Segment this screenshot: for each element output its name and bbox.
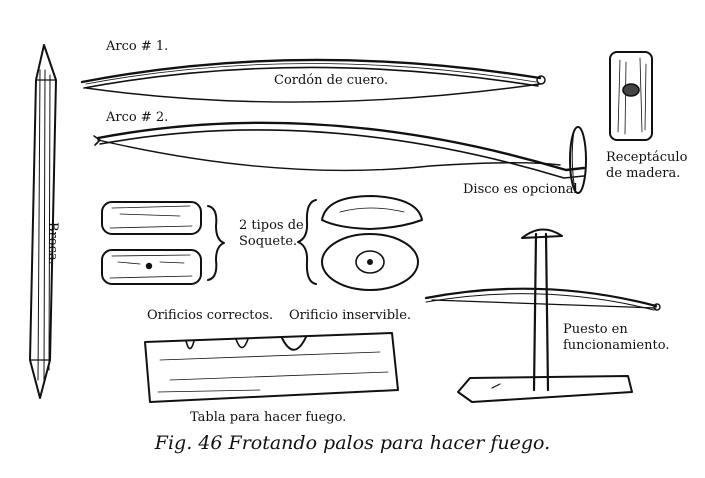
label-puesto: Puesto en funcionamiento. [563, 322, 670, 353]
label-soquete: 2 tipos de Soquete. [239, 218, 304, 249]
label-disco: Disco es opcional. [463, 182, 582, 197]
wooden-receptacle [609, 51, 653, 141]
label-broca: Broca. [45, 222, 60, 265]
leather-cord [85, 83, 541, 103]
brace-left [207, 205, 225, 281]
fire-board [144, 332, 399, 403]
assembled-fire-drill [424, 228, 661, 403]
label-arco-1: Arco # 1. [106, 39, 169, 54]
label-receptaculo: Receptáculo de madera. [606, 150, 688, 181]
socket-stones [321, 195, 423, 291]
label-tabla: Tabla para hacer fuego. [190, 410, 347, 425]
bow-2 [93, 121, 587, 194]
figure-caption: Fig. 46 Frotando palos para hacer fuego. [154, 432, 551, 454]
label-orificio-inservible: Orificio inservible. [289, 308, 412, 323]
label-arco-2: Arco # 2. [106, 110, 169, 125]
socket-cylinders [101, 201, 202, 285]
brace-right [297, 199, 317, 285]
label-cordon: Cordón de cuero. [274, 73, 389, 88]
disc [569, 126, 587, 194]
drill-rod [29, 44, 57, 399]
label-orificios-correctos: Orificios correctos. [147, 308, 274, 323]
bow-1 [80, 58, 546, 103]
